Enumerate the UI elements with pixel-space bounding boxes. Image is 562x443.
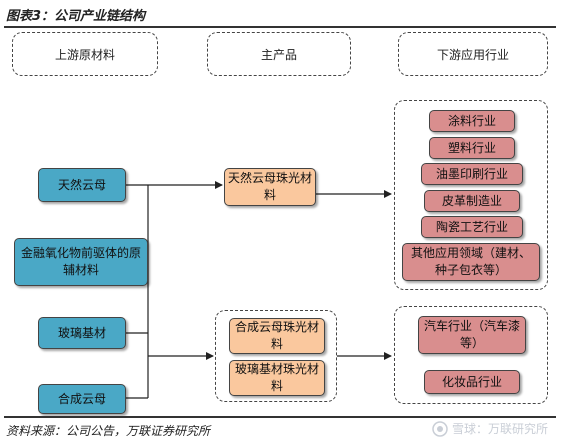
downstream-leather: 皮革制造业 [424, 190, 520, 212]
downstream-plastics: 塑料行业 [429, 137, 515, 159]
upstream-synthetic-mica: 合成云母 [38, 384, 126, 414]
watermark-text: 雪球：万联研究所 [451, 422, 548, 436]
downstream-ink-printing: 油墨印刷行业 [421, 163, 523, 185]
product-synthetic-group [215, 310, 337, 402]
downstream-ceramics: 陶瓷工艺行业 [421, 216, 523, 238]
header-downstream-label: 下游应用行业 [436, 47, 509, 62]
product-natural-mica-pearl: 天然云母珠光材料 [224, 168, 316, 206]
downstream-cosmetics: 化妆品行业 [424, 370, 520, 394]
figure-title: 图表3：公司产业链结构 [6, 9, 146, 24]
downstream-synthetic-group [394, 306, 548, 404]
source-note: 资料来源：公司公告，万联证券研究所 [6, 424, 211, 438]
source-bar: 资料来源：公司公告，万联证券研究所 雪球：万联研究所 [4, 416, 556, 442]
product-glass-substrate-pearl: 玻璃基材珠光材料 [229, 360, 325, 396]
upstream-glass-substrate: 玻璃基材 [38, 317, 126, 349]
downstream-automotive: 汽车行业（汽车漆等） [418, 316, 526, 354]
snowball-logo-icon [432, 420, 448, 437]
downstream-coatings: 涂料行业 [429, 110, 515, 132]
header-product: 主产品 [207, 32, 351, 76]
product-synthetic-mica-pearl: 合成云母珠光材料 [229, 318, 325, 354]
downstream-natural-group [394, 100, 548, 290]
upstream-metal-oxide-precursor: 金融氧化物前驱体的原辅材料 [14, 238, 148, 286]
header-upstream-label: 上游原材料 [54, 47, 115, 62]
upstream-natural-mica: 天然云母 [38, 168, 126, 202]
watermark: 雪球：万联研究所 [432, 420, 548, 437]
header-downstream: 下游应用行业 [398, 32, 548, 76]
header-upstream: 上游原材料 [12, 32, 158, 76]
figure-title-bar: 图表3：公司产业链结构 [4, 2, 556, 28]
downstream-other-applications: 其他应用领域（建材、种子包衣等） [402, 243, 540, 281]
header-product-label: 主产品 [260, 47, 297, 62]
